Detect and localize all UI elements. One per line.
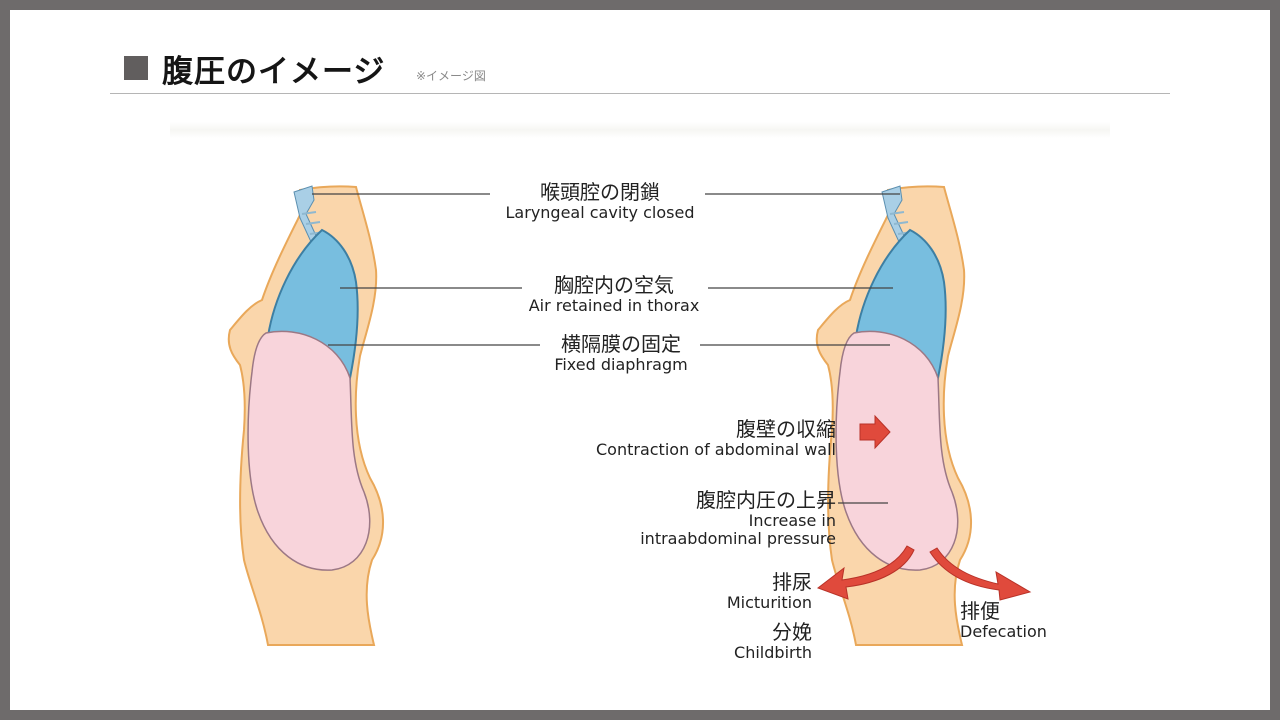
label-pressure-en-1: Increase in (748, 511, 836, 530)
label-micturition-jp: 排尿 (772, 570, 812, 594)
defecation-arrow-icon (929, 547, 1032, 601)
label-defecation-jp: 排便 (960, 599, 1000, 623)
label-childbirth: 分娩 Childbirth (700, 621, 812, 662)
leader-lines (312, 193, 900, 504)
label-pressure: 腹腔内圧の上昇 Increase in intraabdominal press… (600, 489, 836, 549)
label-thorax-air-jp: 胸腔内の空気 (554, 273, 674, 297)
label-pressure-en-2: intraabdominal pressure (640, 529, 836, 549)
label-larynx: 喉頭腔の閉鎖 Laryngeal cavity closed (490, 181, 710, 222)
page-title: 腹圧のイメージ (162, 54, 386, 90)
label-defecation: 排便 Defecation (960, 600, 1100, 641)
label-childbirth-en: Childbirth (734, 643, 812, 662)
arrows (816, 414, 1032, 601)
decorative-band (170, 122, 1110, 138)
image-note: ※イメージ図 (416, 69, 486, 83)
right-airway (881, 185, 907, 245)
label-abdominal-wall: 腹壁の収縮 Contraction of abdominal wall (560, 418, 836, 459)
left-airway (293, 185, 319, 245)
left-figure (227, 185, 384, 646)
right-figure (815, 185, 972, 646)
right-abdominal-cavity (835, 330, 959, 571)
title-divider (110, 93, 1170, 94)
abdominal-wall-arrow-icon (859, 414, 891, 450)
left-abdominal-cavity (247, 330, 371, 571)
label-diaphragm-jp: 横隔膜の固定 (561, 332, 681, 356)
label-micturition: 排尿 Micturition (700, 571, 812, 612)
label-childbirth-jp: 分娩 (772, 620, 812, 644)
micturition-arrow-icon (816, 545, 915, 600)
label-thorax-air-en: Air retained in thorax (528, 296, 700, 315)
label-micturition-en: Micturition (726, 593, 812, 612)
label-thorax-air: 胸腔内の空気 Air retained in thorax (504, 274, 724, 315)
title-square-icon (124, 56, 148, 80)
label-larynx-jp: 喉頭腔の閉鎖 (540, 180, 660, 204)
label-diaphragm: 横隔膜の固定 Fixed diaphragm (511, 333, 731, 374)
label-abdominal-wall-jp: 腹壁の収縮 (736, 417, 836, 441)
label-abdominal-wall-en: Contraction of abdominal wall (596, 440, 836, 459)
label-diaphragm-en: Fixed diaphragm (554, 355, 688, 374)
label-pressure-jp: 腹腔内圧の上昇 (696, 488, 836, 512)
label-larynx-en: Laryngeal cavity closed (505, 203, 695, 222)
label-defecation-en: Defecation (960, 622, 1047, 641)
